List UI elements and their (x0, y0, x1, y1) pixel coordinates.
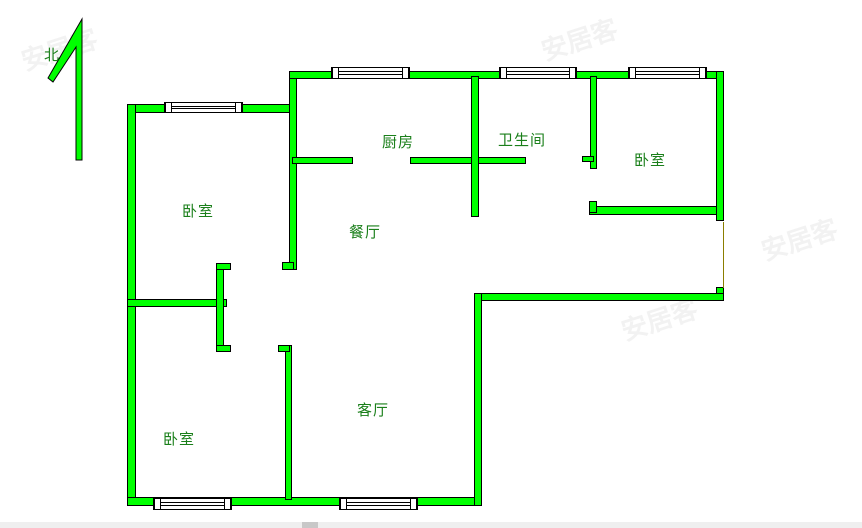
wall (716, 71, 724, 221)
room-label-dining: 餐厅 (349, 223, 382, 241)
window (153, 498, 232, 510)
wall (216, 263, 224, 352)
room-label-bedroom-w: 卧室 (182, 202, 215, 220)
room-label-bathroom: 卫生间 (498, 131, 547, 149)
scrollbar-thumb[interactable] (302, 522, 318, 528)
compass-label: 北 (44, 46, 61, 64)
wall (289, 72, 297, 270)
opening-line (723, 222, 724, 288)
wall (216, 263, 231, 270)
north-arrow-icon (47, 17, 83, 161)
horizontal-scrollbar[interactable] (0, 522, 862, 528)
wall (474, 293, 482, 506)
wall (285, 345, 292, 500)
watermark: 安居客 (538, 14, 622, 68)
wall (292, 157, 353, 164)
room-label-living: 客厅 (357, 401, 390, 419)
room-label-bedroom-sw: 卧室 (163, 430, 196, 448)
wall (127, 497, 481, 506)
wall (590, 76, 597, 169)
watermark: 安居客 (758, 214, 842, 268)
wall (589, 201, 597, 213)
wall (216, 345, 231, 352)
wall (278, 345, 290, 352)
wall (410, 157, 526, 164)
room-label-kitchen: 厨房 (382, 133, 415, 151)
wall (582, 156, 594, 162)
wall (471, 76, 479, 217)
window (628, 67, 707, 79)
wall (589, 206, 721, 215)
window (164, 102, 243, 113)
wall (127, 299, 227, 307)
window (499, 67, 577, 79)
wall (474, 293, 724, 301)
room-label-bedroom-ne: 卧室 (634, 151, 667, 169)
wall (282, 262, 294, 270)
window (339, 498, 418, 510)
window (331, 67, 410, 79)
